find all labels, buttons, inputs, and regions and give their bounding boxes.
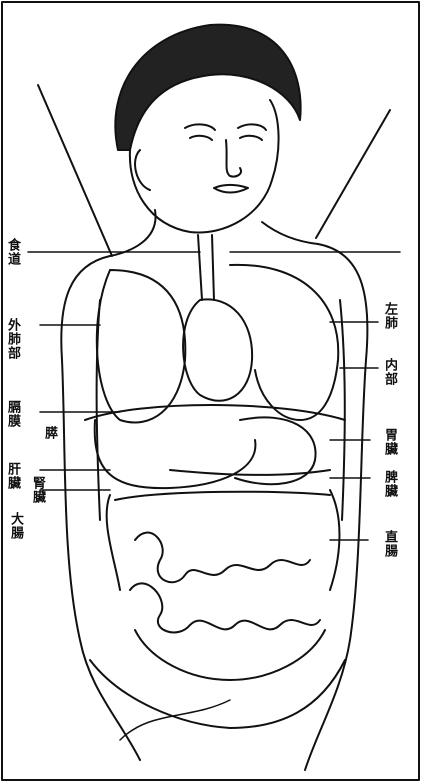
label-esophagus: 食道 xyxy=(5,238,19,266)
label-left-lung: 左肺 xyxy=(382,302,396,330)
lower-body xyxy=(90,660,345,728)
pointer-line-left xyxy=(38,85,112,256)
pointer-line-right xyxy=(316,110,390,238)
label-inner-part: 内部 xyxy=(382,358,396,386)
label-lung-outer: 外肺部 xyxy=(5,318,19,360)
diaphragm xyxy=(85,405,345,420)
label-liver: 肝臟 xyxy=(5,462,19,490)
label-large-intestine: 大腸 xyxy=(8,512,22,540)
torso-left xyxy=(61,256,140,760)
label-stomach: 胃臟 xyxy=(382,428,396,456)
label-pancreas: 脾臟 xyxy=(382,470,396,498)
ear xyxy=(135,150,150,190)
lung-left xyxy=(97,270,186,423)
label-diaphragm: 膈膜 xyxy=(5,400,19,428)
small-intestine xyxy=(130,533,320,633)
neck-left xyxy=(110,210,156,256)
large-intestine xyxy=(107,490,340,590)
lung-right xyxy=(230,265,338,420)
esophagus xyxy=(198,235,214,300)
neck-right xyxy=(262,222,318,244)
heart xyxy=(183,299,252,400)
nose xyxy=(226,140,241,177)
label-kidney: 腎臟 xyxy=(30,476,44,504)
label-mesentery: 膵 xyxy=(42,426,56,440)
label-rectum: 直腸 xyxy=(382,530,396,558)
hair xyxy=(115,25,300,150)
face xyxy=(130,100,279,232)
mouth xyxy=(214,185,248,193)
liver xyxy=(95,420,256,488)
